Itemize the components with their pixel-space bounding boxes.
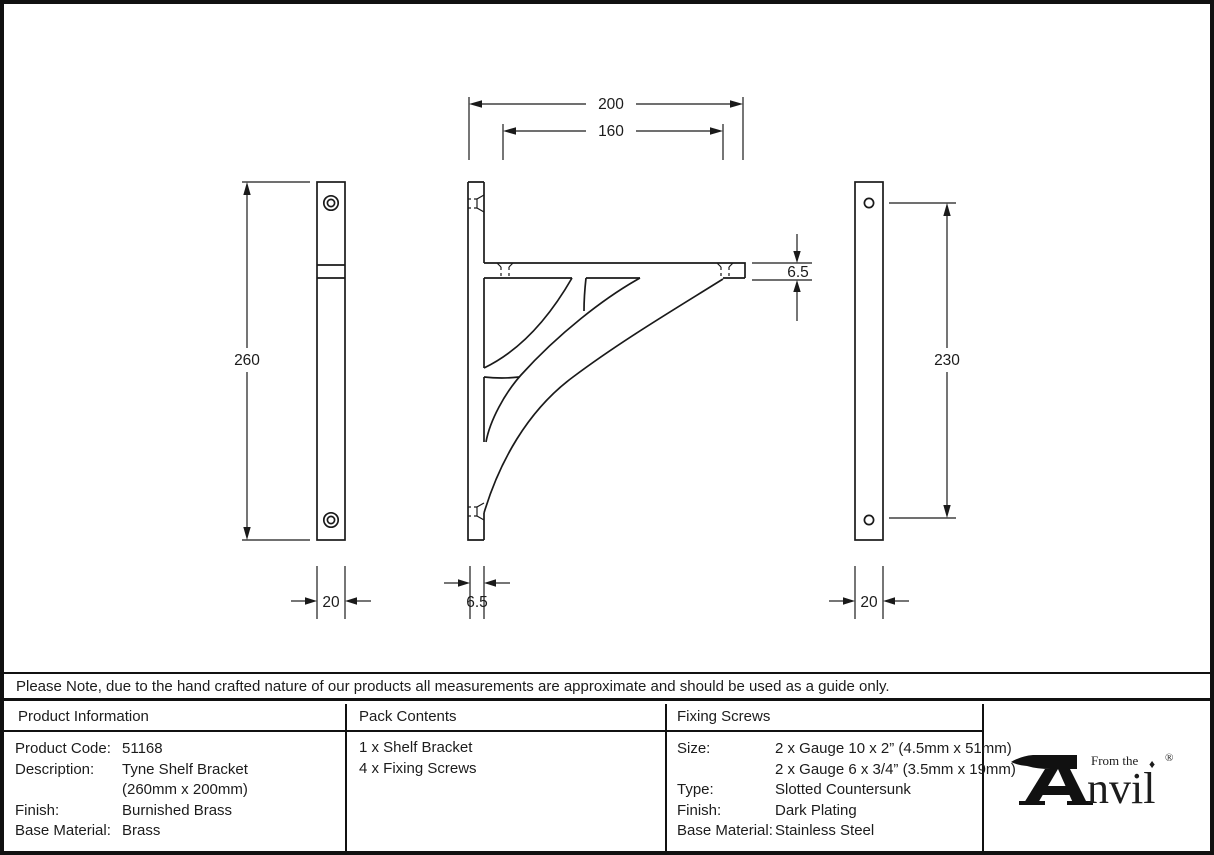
dim-material-thickness: 6.5: [466, 594, 488, 611]
table-row: Finish: Burnished Brass: [15, 801, 337, 822]
table-row: Size: 2 x Gauge 10 x 2” (4.5mm x 51mm): [677, 739, 1012, 760]
pack-contents-header: Pack Contents: [359, 708, 457, 725]
pack-item: 4 x Fixing Screws: [359, 759, 477, 777]
divider-col1: [345, 704, 347, 851]
dimension-lines: [242, 97, 956, 619]
field-label: Finish:: [15, 801, 60, 819]
registered-mark-icon: ®: [1165, 752, 1173, 764]
field-label: Base Material:: [15, 822, 111, 840]
field-label: Description:: [15, 760, 95, 778]
field-label: Type:: [677, 781, 714, 799]
pack-contents-cell: 1 x Shelf Bracket 4 x Fixing Screws: [359, 738, 654, 779]
field-label: Product Code:: [15, 740, 111, 757]
field-value: Brass: [122, 822, 161, 840]
divider-col3: [982, 704, 984, 851]
field-value: 51168: [122, 740, 163, 757]
field-value: Stainless Steel: [775, 822, 875, 840]
table-row: Base Material: Brass: [15, 821, 337, 842]
field-value: Burnished Brass: [122, 801, 233, 819]
logo-name: nvil: [1087, 764, 1155, 811]
table-row: (260mm x 200mm): [15, 780, 337, 801]
dim-arm-thickness: 6.5: [787, 264, 809, 281]
field-value: Slotted Countersunk: [775, 781, 911, 799]
field-value: 2 x Gauge 6 x 3/4” (3.5mm x 19mm): [775, 760, 1016, 778]
field-value: 2 x Gauge 10 x 2” (4.5mm x 51mm): [775, 740, 1012, 757]
dim-right-plate-width: 20: [860, 594, 878, 611]
left-view-wall-plate: [316, 181, 346, 541]
table-row: 2 x Gauge 6 x 3/4” (3.5mm x 19mm): [677, 760, 1016, 781]
note-text: Please Note, due to the hand crafted nat…: [16, 677, 890, 695]
right-view-shelf-plate: [854, 181, 884, 541]
anvil-icon: [1011, 754, 1093, 805]
table-row: Base Material: Stainless Steel: [677, 821, 980, 842]
field-label: Size:: [677, 740, 711, 757]
fixing-screws-header: Fixing Screws: [677, 708, 771, 725]
fixing-screws-cell: Size: 2 x Gauge 10 x 2” (4.5mm x 51mm) 2…: [677, 739, 1016, 842]
dim-left-plate-height: 260: [234, 352, 260, 369]
field-value: Tyne Shelf Bracket: [122, 760, 248, 778]
brand-logo-cell: From the ♦ nvil ®: [982, 704, 1210, 851]
pack-item: 1 x Shelf Bracket: [359, 739, 473, 756]
field-value: (260mm x 200mm): [122, 781, 248, 799]
countersunk-hole-marks: [468, 194, 734, 521]
field-value: Dark Plating: [775, 801, 857, 819]
table-row: Description: Tyne Shelf Bracket: [15, 760, 337, 781]
field-label: [677, 760, 775, 781]
field-label: Base Material:: [677, 822, 773, 840]
list-item: 4 x Fixing Screws: [359, 759, 654, 780]
header-bottom-line: [4, 730, 982, 732]
product-information-cell: Product Code: 51168 Description: Tyne Sh…: [15, 739, 337, 842]
dim-left-plate-width: 20: [322, 594, 340, 611]
field-label: [15, 780, 122, 801]
logo-diamond-icon: ♦: [1149, 757, 1155, 771]
technical-drawing: 200 160 6.5 260 230 20 6.5 20: [234, 96, 960, 619]
dimension-arrowheads: [243, 100, 951, 605]
dim-top-outer: 200: [598, 96, 624, 113]
product-information-header: Product Information: [18, 708, 149, 725]
from-the-anvil-logo: From the ♦ nvil ®: [1011, 752, 1173, 811]
table-row: Type: Slotted Countersunk: [677, 780, 980, 801]
dim-right-plate-height: 230: [934, 352, 960, 369]
table-row: Finish: Dark Plating: [677, 801, 980, 822]
dim-top-inner: 160: [598, 123, 624, 140]
divider-col2: [665, 704, 667, 851]
table-row: Product Code: 51168: [15, 739, 337, 760]
center-view-bracket-profile: [467, 181, 746, 541]
field-label: Finish:: [677, 801, 722, 819]
logo-prefix: From the: [1091, 753, 1139, 768]
note-band: Please Note, due to the hand crafted nat…: [4, 672, 1210, 701]
list-item: 1 x Shelf Bracket: [359, 738, 654, 759]
